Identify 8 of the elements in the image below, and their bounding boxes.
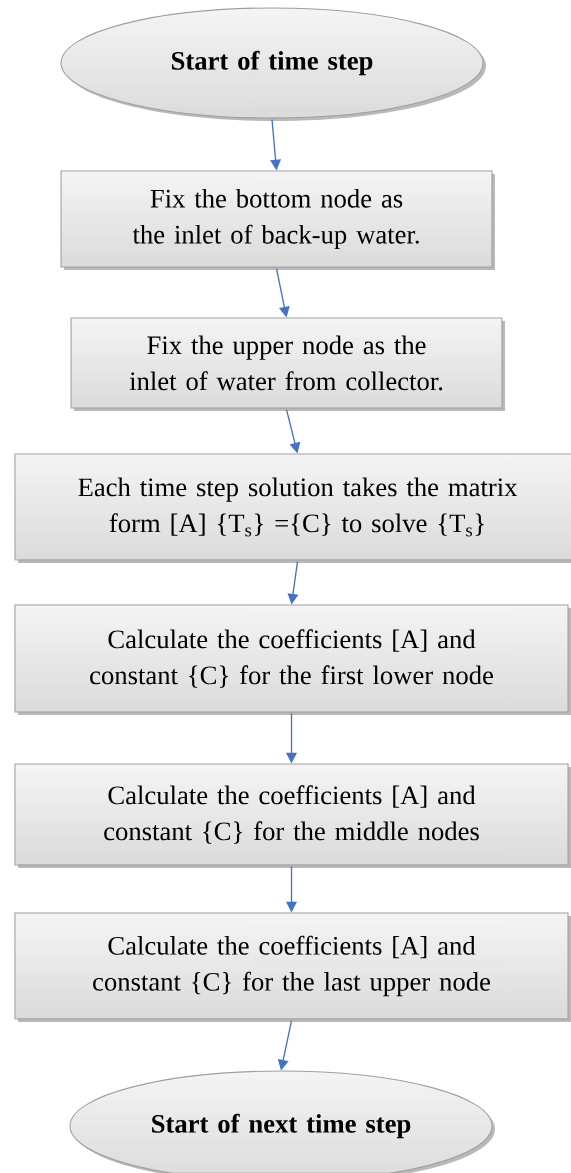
terminal-oval: Start of next time step	[69, 1070, 495, 1173]
process-box: Each time step solution takes the matrix form [A] {T$_{s}$} ={C} to solve {T$_{s}$}	[14, 453, 571, 563]
process-box: Calculate the coefficients [A] and constant {C} for the middle nodes	[14, 763, 571, 868]
terminal-oval: Start of time step	[60, 7, 486, 121]
process-box: Calculate the coefficients [A] and constant {C} for the last upper node	[14, 912, 571, 1022]
process-box: Calculate the coefficients [A] and constant {C} for the first lower node	[14, 604, 571, 715]
process-box: Fix the upper node as the inlet of water from collector.	[70, 317, 505, 411]
process-box: Fix the bottom node as the inlet of back-up water.	[60, 170, 495, 270]
